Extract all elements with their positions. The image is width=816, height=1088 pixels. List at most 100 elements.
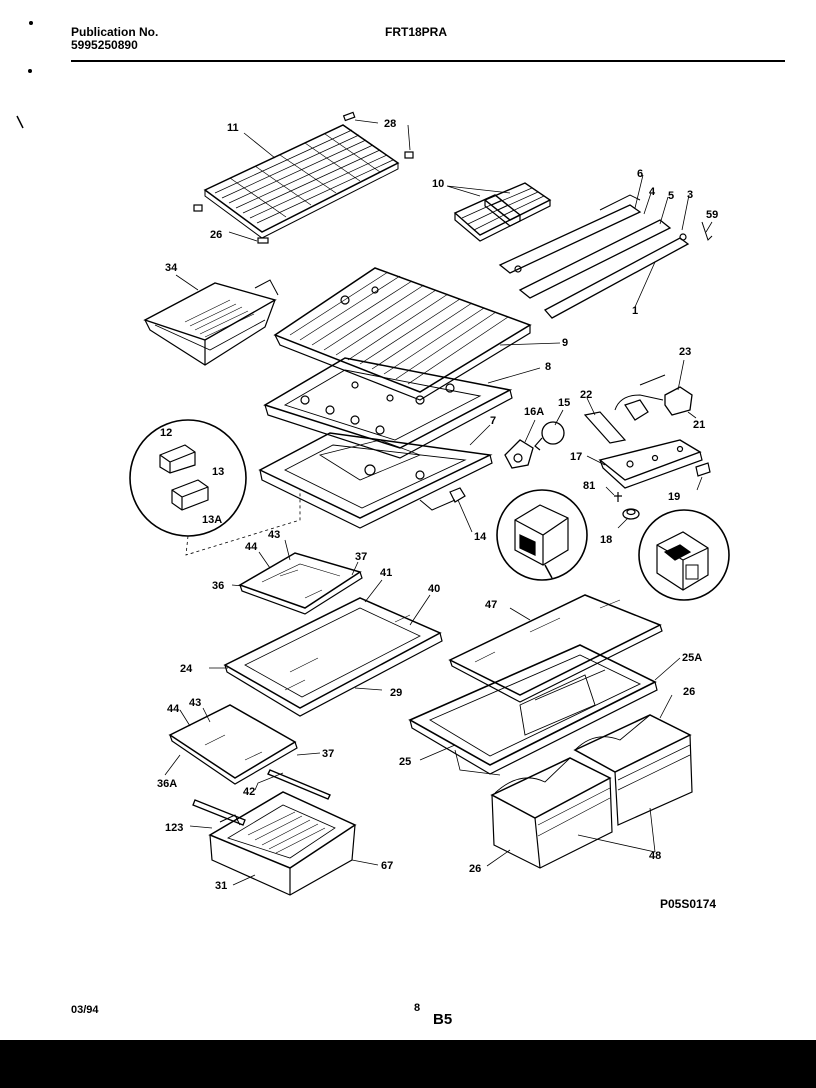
callout-41: 41 bbox=[380, 567, 392, 579]
callout-25A: 25A bbox=[682, 652, 702, 664]
part-light-switch bbox=[695, 462, 711, 477]
publication-date: 03/94 bbox=[71, 1004, 99, 1016]
part-divider-cover bbox=[273, 267, 532, 401]
part-thermostat-assembly bbox=[583, 374, 693, 444]
callout-37: 37 bbox=[355, 551, 367, 563]
detail-circle-dairy-door bbox=[129, 419, 247, 537]
part-screw-knob bbox=[614, 492, 640, 520]
callout-123: 123 bbox=[165, 822, 183, 834]
callout-81: 81 bbox=[583, 480, 595, 492]
callout-15: 15 bbox=[558, 397, 570, 409]
callout-11: 11 bbox=[227, 122, 239, 134]
callout-59: 59 bbox=[706, 209, 718, 221]
detail-link-dashed bbox=[185, 490, 301, 556]
callout-17: 17 bbox=[570, 451, 582, 463]
scan-mark bbox=[16, 115, 24, 129]
leader-14 bbox=[457, 499, 473, 533]
leader-crisper-drawers bbox=[486, 694, 673, 867]
part-shelf-support-rails bbox=[498, 194, 713, 319]
callout-7: 7 bbox=[490, 415, 496, 427]
leader-81-18 bbox=[605, 486, 629, 529]
part-control-housing bbox=[598, 439, 703, 489]
leader-crisper-frame bbox=[419, 657, 681, 761]
callout-16A: 16A bbox=[524, 406, 544, 418]
callout-44: 44 bbox=[167, 703, 180, 715]
callout-24: 24 bbox=[180, 663, 193, 675]
callout-22: 22 bbox=[580, 389, 592, 401]
part-air-duct-pan bbox=[258, 432, 493, 529]
part-meat-keeper-drawer bbox=[208, 791, 357, 896]
callout-47: 47 bbox=[485, 599, 497, 611]
figure-id: P05S0174 bbox=[660, 897, 717, 911]
leader-42 bbox=[254, 772, 284, 791]
callout-42: 42 bbox=[243, 786, 255, 798]
part-crisper-rail bbox=[192, 769, 331, 826]
part-light-socket-bulb bbox=[504, 421, 565, 469]
part-small-glass-shelf-lower bbox=[168, 704, 298, 785]
callout-29: 29 bbox=[390, 687, 402, 699]
callout-43: 43 bbox=[189, 697, 201, 709]
part-divider-frame bbox=[263, 357, 513, 459]
exploded-parts-diagram: 11 28 26 10 6 4 5 3 59 1 34 9 8 23 22 21… bbox=[16, 111, 730, 896]
part-crisper-cover-glass bbox=[448, 594, 663, 703]
callout-26: 26 bbox=[210, 229, 222, 241]
publication-number: 5995250890 bbox=[71, 38, 138, 52]
callout-8: 8 bbox=[545, 361, 551, 373]
part-shelf-clips-28-26 bbox=[193, 111, 414, 244]
model-number: FRT18PRA bbox=[385, 25, 448, 39]
leader-thermostat bbox=[586, 359, 697, 419]
part-small-glass-shelf-upper bbox=[238, 552, 363, 615]
leader-large-shelf bbox=[209, 579, 431, 691]
callout-43: 43 bbox=[268, 529, 280, 541]
part-crisper-frame bbox=[408, 644, 658, 776]
scan-speck bbox=[28, 69, 32, 73]
callout-labels: 11 28 26 10 6 4 5 3 59 1 34 9 8 23 22 21… bbox=[157, 118, 718, 892]
leader-34 bbox=[175, 274, 199, 291]
callout-25: 25 bbox=[399, 756, 411, 768]
part-crisper-drawer-left bbox=[490, 757, 613, 869]
publication-label: Publication No. bbox=[71, 25, 159, 39]
callout-12: 12 bbox=[160, 427, 172, 439]
callout-31: 31 bbox=[215, 880, 227, 892]
callout-4: 4 bbox=[649, 186, 656, 198]
callout-14: 14 bbox=[474, 531, 487, 543]
detail-circle-damper bbox=[496, 489, 588, 581]
callout-9: 9 bbox=[562, 337, 568, 349]
part-freezer-wire-shelf bbox=[203, 124, 400, 239]
callout-48: 48 bbox=[649, 850, 661, 862]
callout-6: 6 bbox=[637, 168, 643, 180]
leader-19 bbox=[696, 476, 703, 491]
callout-13A: 13A bbox=[202, 514, 222, 526]
callout-19: 19 bbox=[668, 491, 680, 503]
leader-17 bbox=[586, 455, 606, 466]
callout-5: 5 bbox=[668, 190, 674, 202]
callout-36A: 36A bbox=[157, 778, 177, 790]
leader-lower-shelf bbox=[164, 707, 321, 776]
leader-drawer bbox=[189, 825, 379, 886]
callout-67: 67 bbox=[381, 860, 393, 872]
leader-rails bbox=[634, 174, 713, 308]
callout-13: 13 bbox=[212, 466, 224, 478]
leader-9 bbox=[499, 342, 561, 346]
part-freezer-basket bbox=[143, 279, 279, 366]
callout-18: 18 bbox=[600, 534, 612, 546]
callout-44: 44 bbox=[245, 541, 258, 553]
header-rule bbox=[71, 60, 785, 62]
callout-10: 10 bbox=[432, 178, 444, 190]
callout-37: 37 bbox=[322, 748, 334, 760]
page-number: 8 bbox=[414, 1002, 421, 1014]
leader-47 bbox=[509, 607, 531, 621]
callout-26: 26 bbox=[683, 686, 695, 698]
detail-circle-light-switch bbox=[638, 509, 730, 601]
callout-21: 21 bbox=[693, 419, 705, 431]
leader-8 bbox=[487, 367, 541, 384]
callout-36: 36 bbox=[212, 580, 224, 592]
callout-3: 3 bbox=[687, 189, 693, 201]
leader-7 bbox=[469, 424, 491, 446]
part-damper bbox=[449, 487, 466, 503]
callout-23: 23 bbox=[679, 346, 691, 358]
leader-light bbox=[524, 409, 564, 443]
scan-edge-band bbox=[0, 1040, 816, 1088]
callout-1: 1 bbox=[632, 305, 638, 317]
callout-28: 28 bbox=[384, 118, 396, 130]
